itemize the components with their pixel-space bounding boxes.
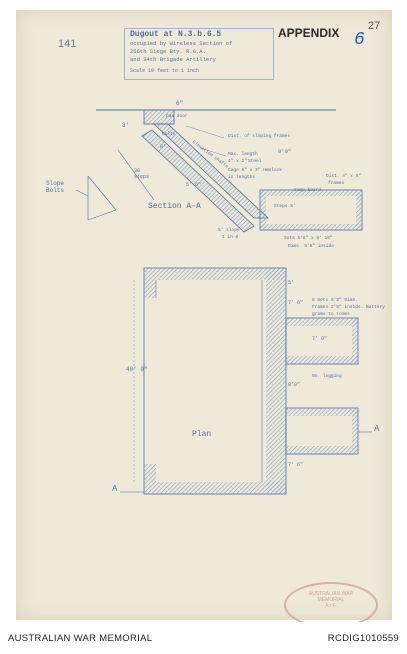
footer-reference: RCDIG1010559 <box>327 632 399 644</box>
appendix-number: 6 <box>354 30 365 50</box>
section-marker-right: A <box>374 424 380 434</box>
annotation-in-lengths: in lengths <box>228 175 256 180</box>
section-marker-left: A <box>112 484 118 494</box>
plan-annotation-7ft6: 7' 6" <box>288 300 304 306</box>
footer-bar: AUSTRALIAN WAR MEMORIAL RCDIG1010559 <box>0 622 407 654</box>
stamp-line-1: AUSTRALIAN WAR <box>308 591 354 597</box>
annotation-dist-4x5: Dist. 4" x 5" <box>326 174 362 179</box>
annotation-frames: frames <box>328 181 345 186</box>
section-drawing <box>75 109 363 233</box>
title-line-4: and 34th Brigade Artillery <box>130 56 216 63</box>
annotation-5ft6: 5' 6" <box>186 182 202 188</box>
annotation-steps-5ft: Steps 5' <box>274 204 296 209</box>
stamp-line-3: A.I.F. <box>325 603 337 609</box>
plan-annotation-no-logging: No. logging <box>312 374 342 379</box>
annotation-5ft-slope: 5' slope <box>218 228 240 233</box>
title-line-5: Scale 10 feet to 1 inch <box>130 68 200 74</box>
footer-institution: AUSTRALIAN WAR MEMORIAL <box>8 632 153 644</box>
annotation-max-length: Max. length <box>228 152 258 157</box>
plan-annotation-40ft: 40' 0" <box>126 366 148 373</box>
annotation-dims: Dims. 5'6" inside <box>288 244 334 249</box>
page-number: 141 <box>58 38 77 50</box>
annotation-3ft: 3' <box>122 122 130 129</box>
stamp-line-2: MEMORIAL <box>317 597 345 603</box>
section-label: Section A-A <box>148 202 201 211</box>
plan-annotation-5ft: 5' <box>288 280 295 286</box>
annotation-gas-door: Gas door <box>166 114 188 119</box>
annotation-sets: Sets 5'6" x 5' 10" <box>284 236 333 241</box>
annotation-4x2: 4" x 2" <box>228 159 247 164</box>
plan-annotation-frames: Frames 2'6" inside. Battery <box>312 305 385 310</box>
annotation-1-in-6: 1 in 6 <box>222 235 239 240</box>
appendix-label: APPENDIX <box>278 26 340 40</box>
title-line-3: 256th Siege Bty. R.G.A. <box>130 48 206 55</box>
annotation-dist-sloping: Dist. of sloping frames <box>228 134 291 139</box>
plan-annotation-6-sets: 6 Sets 5'3" Dims. <box>312 298 358 303</box>
plan-drawing <box>120 267 372 495</box>
plan-annotation-7ft6-lower: 7' 6" <box>288 462 304 468</box>
plan-annotation-8ft0: 8'0" <box>288 382 301 388</box>
annotation-sump-board: Sump board <box>294 188 322 193</box>
slope-bolts-label: Slope Bolts <box>46 180 65 194</box>
annotation-30-steps: 30 steps <box>134 168 150 180</box>
plan-annotation-grams: grams to rooms <box>312 312 350 317</box>
plan-label: Plan <box>192 430 212 439</box>
archival-document-sheet: 141 APPENDIX 6 27 Dugout at N.3.b.6.5 oc… <box>16 10 392 628</box>
annotation-8ft: 8' <box>160 144 167 150</box>
title-block <box>124 28 274 80</box>
title-line-2: occupied by Wireless Section of <box>130 40 233 47</box>
annotation-cage: Cage 6" x 3" Hemlock <box>228 168 283 173</box>
plan-annotation-7ft0: 7' 0" <box>312 336 328 342</box>
annotation-6in: 6" <box>176 100 184 107</box>
annotation-steel: Steel <box>248 159 262 164</box>
corner-number: 27 <box>368 20 381 32</box>
annotation-bolts: Bolts <box>162 132 176 137</box>
annotation-8ft0: 8'0" <box>278 148 292 155</box>
title-line-1: Dugout at N.3.b.6.5 <box>130 30 222 39</box>
